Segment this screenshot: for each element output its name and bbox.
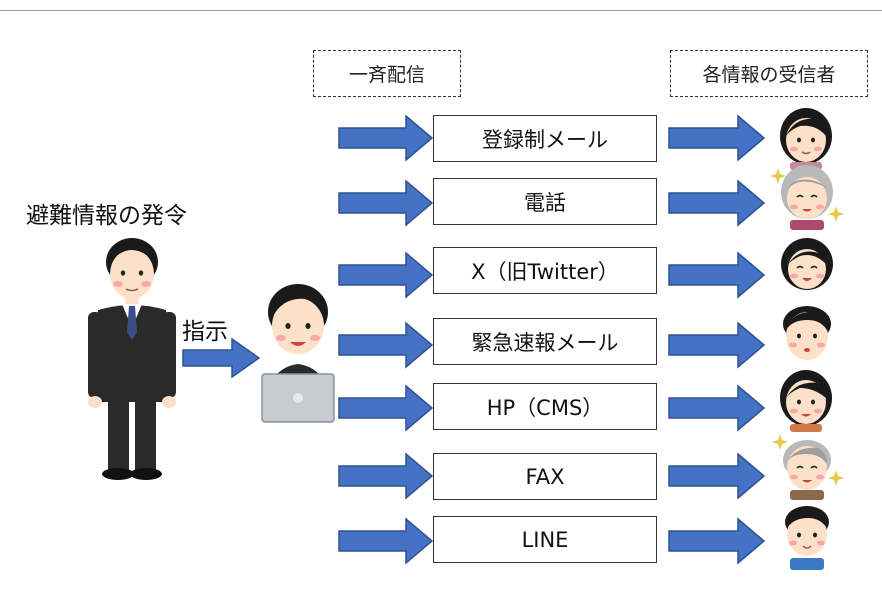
operator-at-laptop-icon: [261, 284, 335, 423]
right-arrow-4: [668, 321, 766, 369]
left-arrow-3: [338, 251, 434, 299]
official-man-icon: [88, 238, 176, 480]
right-arrow-6: [668, 452, 766, 500]
right-arrow-5: [668, 384, 766, 432]
left-arrow-2: [338, 179, 434, 227]
left-arrow-7: [338, 517, 434, 565]
left-arrow-5: [338, 384, 434, 432]
channel-registered-mail: 登録制メール: [433, 115, 657, 162]
right-arrow-3: [668, 251, 766, 299]
instruction-arrow: [182, 338, 260, 378]
channel-emergency-mail: 緊急速報メール: [433, 318, 657, 365]
right-arrow-7: [668, 517, 766, 565]
channel-hp-cms: HP（CMS）: [433, 383, 657, 430]
left-arrow-6: [338, 452, 434, 500]
recipient-boy-icon: [785, 506, 829, 570]
recipient-girl-icon: [781, 238, 833, 290]
right-arrow-2: [668, 179, 766, 227]
right-arrow-column: [668, 114, 766, 565]
recipient-woman-icon: [780, 108, 832, 170]
left-arrow-1: [338, 114, 434, 162]
channel-x-twitter: X（旧Twitter）: [433, 247, 657, 294]
right-arrow-1: [668, 114, 766, 162]
left-arrow-column: [338, 114, 434, 565]
recipients-label: 各情報の受信者: [670, 50, 868, 97]
channel-phone: 電話: [433, 178, 657, 225]
issuer-title: 避難情報の発令: [26, 203, 187, 229]
recipient-elderly-woman-icon: [770, 165, 844, 230]
broadcast-label: 一斉配信: [313, 50, 461, 97]
top-divider: [0, 10, 882, 11]
channel-line: LINE: [433, 516, 657, 563]
recipient-woman-2-icon: [780, 370, 832, 432]
channel-fax: FAX: [433, 453, 657, 500]
instruction-label: 指示: [182, 319, 228, 345]
recipient-elderly-man-icon: [772, 434, 844, 500]
recipient-man-icon: [783, 306, 831, 360]
left-arrow-4: [338, 321, 434, 369]
